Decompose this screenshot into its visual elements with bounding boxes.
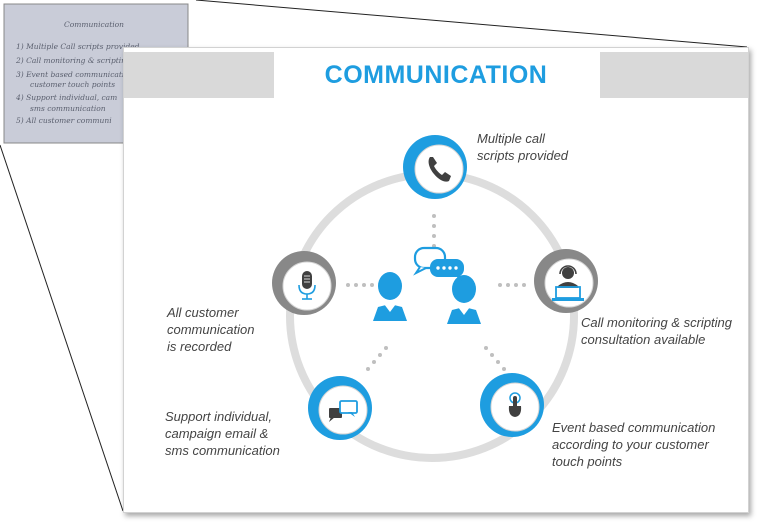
slide-title: COMMUNICATION [324, 61, 548, 89]
zoom-callout-edge-left [0, 144, 124, 512]
note-line: customer touch points [30, 80, 116, 89]
note-line: 2) Call monitoring & scripting cons [16, 56, 151, 65]
note-line: 3) Event based communication a [16, 70, 141, 79]
zoom-callout-edge-top [195, 0, 748, 48]
diagram [272, 135, 598, 462]
dotted-connectors [346, 214, 526, 371]
node-bottom-right [480, 373, 544, 437]
node-bottom-left [308, 376, 372, 440]
microphone-icon [298, 271, 316, 300]
slide: COMMUNICATION [123, 47, 749, 513]
node-right [534, 249, 598, 313]
title-band-left [124, 52, 274, 98]
note-line: 4) Support individual, cam [16, 93, 118, 102]
caption-event-based-communication: Event based communication according to y… [552, 420, 716, 469]
phone-icon [428, 157, 451, 182]
node-top [403, 135, 467, 199]
caption-all-customer-communication: All customer communication is recorded [167, 305, 255, 354]
two-people-chat-icon [373, 246, 481, 324]
caption-multiple-call-scripts: Multiple call scripts provided [477, 131, 569, 163]
touch-hand-icon [508, 392, 522, 417]
note-title: Communication [64, 20, 124, 29]
caption-call-monitoring: Call monitoring & scripting consultation… [581, 315, 733, 347]
headset-agent-icon [552, 265, 584, 301]
note-line: 5) All customer communi [16, 116, 112, 125]
message-bubbles-icon [329, 400, 358, 422]
note-line: 1) Multiple Call scripts provided [16, 42, 140, 51]
note-line: sms communication [30, 104, 106, 113]
node-left [272, 251, 336, 315]
title-band-right [600, 52, 748, 98]
caption-support-individual: Support individual, campaign email & sms… [165, 409, 280, 458]
title-band: COMMUNICATION [124, 52, 748, 98]
